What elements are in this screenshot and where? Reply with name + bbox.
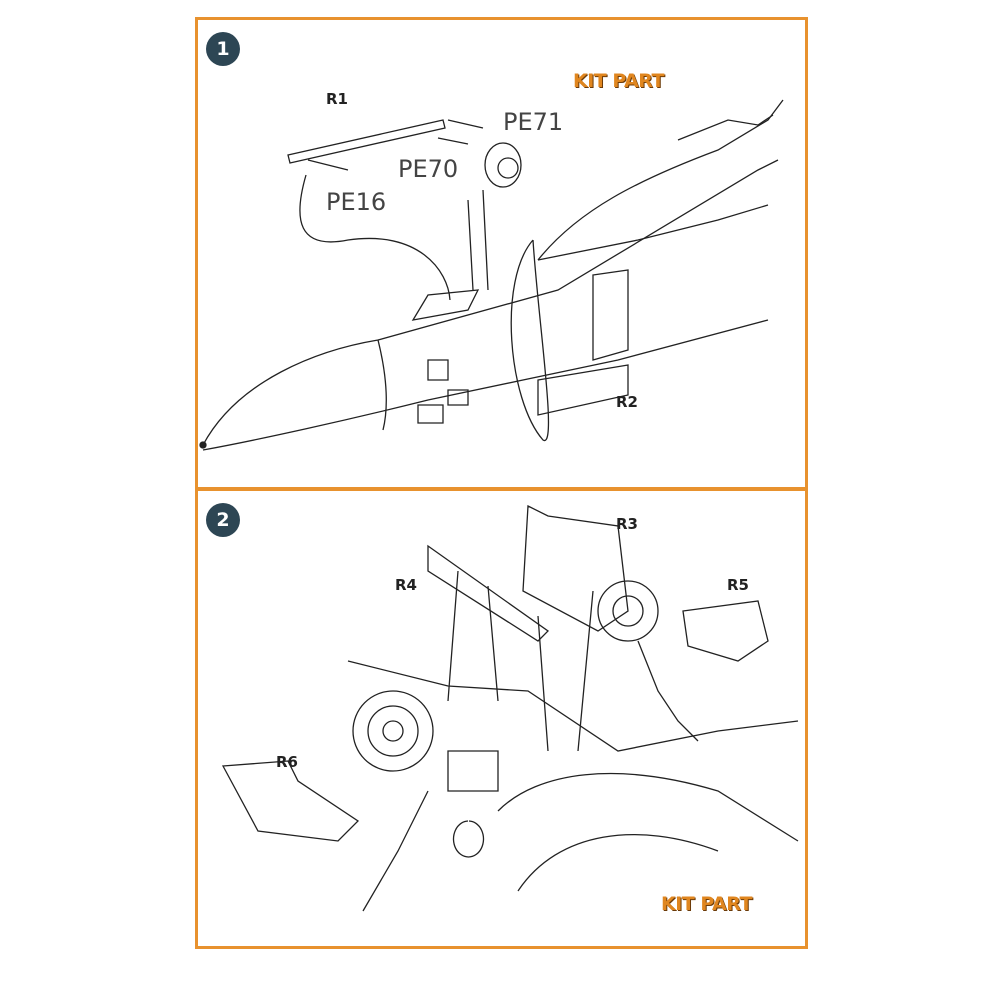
step-2-panel: 2 R3 R4 R5 R6 KIT PART (195, 488, 808, 949)
kit-part-label: KIT PART (573, 70, 665, 92)
part-label-r4: R4 (395, 576, 417, 594)
part-label-r6: R6 (276, 753, 298, 771)
part-label-r1: R1 (326, 90, 348, 108)
part-label-pe16: PE16 (326, 188, 387, 216)
step-1-illustration (199, 99, 784, 451)
step-1-panel: 1 KIT PART R1 PE71 PE70 PE16 R2 (195, 17, 808, 490)
step-2-illustration (221, 504, 799, 912)
part-label-r5: R5 (727, 576, 749, 594)
part-label-r3: R3 (616, 515, 638, 533)
part-label-pe71: PE71 (503, 108, 564, 136)
part-label-r2: R2 (616, 393, 638, 411)
step-number-badge: 2 (206, 503, 240, 537)
kit-part-label: KIT PART (661, 893, 753, 915)
part-label-pe70: PE70 (398, 155, 459, 183)
step-number-badge: 1 (206, 32, 240, 66)
